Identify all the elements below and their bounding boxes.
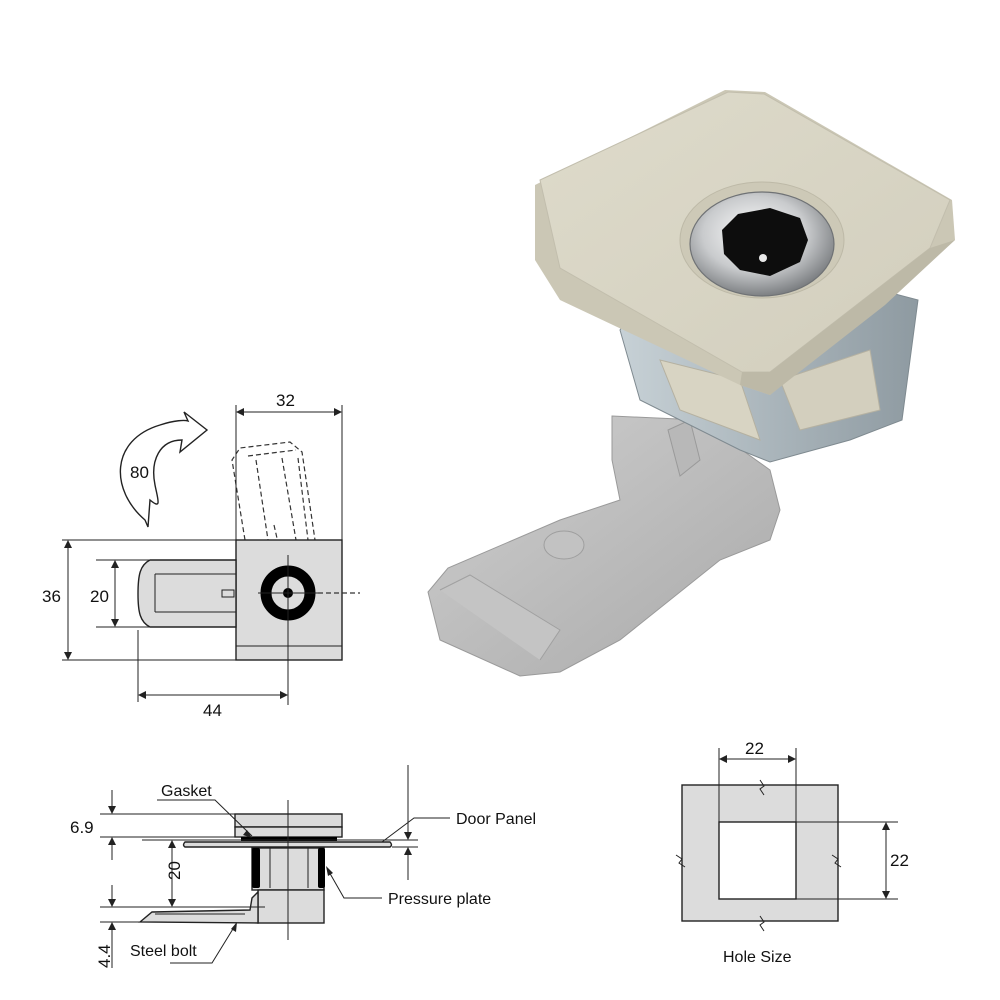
dim-length-44: 44 bbox=[203, 701, 222, 720]
dim-width-32: 32 bbox=[276, 391, 295, 410]
dim-height-36: 36 bbox=[42, 587, 61, 606]
cam-tongue bbox=[427, 415, 781, 677]
label-pressure-plate: Pressure plate bbox=[388, 891, 491, 908]
dim-bolt-4-4: 4.4 bbox=[95, 944, 114, 968]
hole-size-caption: Hole Size bbox=[723, 949, 792, 966]
dim-grip-20: 20 bbox=[165, 861, 184, 880]
rotation-angle-label: 80 bbox=[130, 463, 149, 482]
label-door-panel: Door Panel bbox=[456, 811, 536, 828]
dim-hole-width-22: 22 bbox=[745, 739, 764, 758]
label-steel-bolt: Steel bolt bbox=[130, 943, 197, 960]
dim-head-6-9: 6.9 bbox=[70, 818, 94, 837]
dim-tongue-height-20: 20 bbox=[90, 587, 109, 606]
dim-hole-height-22: 22 bbox=[890, 851, 909, 870]
key-cylinder bbox=[679, 181, 845, 299]
label-gasket: Gasket bbox=[161, 783, 212, 800]
rotation-arrow-icon bbox=[119, 411, 209, 528]
